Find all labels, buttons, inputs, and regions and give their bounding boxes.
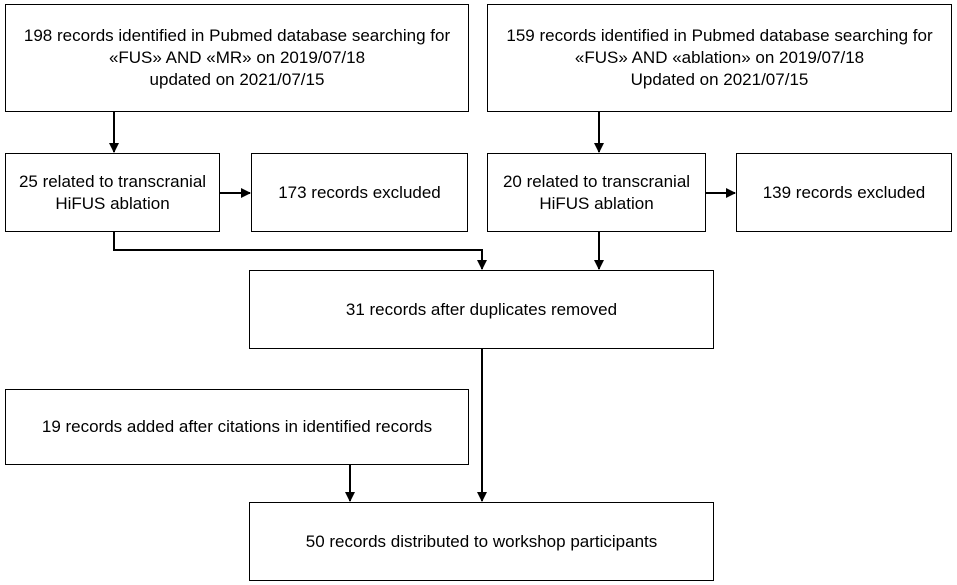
excluded-mr-line-1: 173 records excluded [278,182,441,202]
related-mr-line-2: HiFUS ablation [55,193,170,213]
deduplicated-line-1: 31 records after duplicates removed [345,299,618,319]
distributed-box: 50 records distributed to workshop parti… [249,502,714,581]
related-mr-line-1: 25 related to transcranial [18,171,207,191]
distributed-line-1: 50 records distributed to workshop parti… [305,531,658,551]
search-ablation-box: 159 records identified in Pubmed databas… [487,4,952,112]
related-ablation-line-1: 20 related to transcranial [502,171,691,191]
arrow-related-mr-to-deduplicated [113,232,487,270]
excluded-mr-box: 173 records excluded [251,153,468,232]
search-ablation-line-3: Updated on 2021/07/15 [630,70,809,89]
search-mr-line-3: updated on 2021/07/15 [149,70,325,89]
related-ablation-box: 20 related to transcranial HiFUS ablatio… [487,153,706,232]
citations-added-box: 19 records added after citations in iden… [5,389,469,465]
search-ablation-line-2: «FUS» AND «ablation» on 2019/07/18 [574,48,865,67]
search-mr-line-1: 198 records identified in Pubmed databas… [23,26,451,45]
search-mr-line-2: «FUS» AND «MR» on 2019/07/18 [108,48,366,67]
search-ablation-line-1: 159 records identified in Pubmed databas… [506,26,933,45]
excluded-ablation-box: 139 records excluded [736,153,952,232]
related-ablation-line-2: HiFUS ablation [539,193,654,213]
excluded-ablation-line-1: 139 records excluded [762,182,926,202]
related-mr-box: 25 related to transcranial HiFUS ablatio… [5,153,220,232]
deduplicated-box: 31 records after duplicates removed [249,270,714,349]
search-mr-box: 198 records identified in Pubmed databas… [5,4,469,112]
citations-added-line-1: 19 records added after citations in iden… [41,417,433,436]
